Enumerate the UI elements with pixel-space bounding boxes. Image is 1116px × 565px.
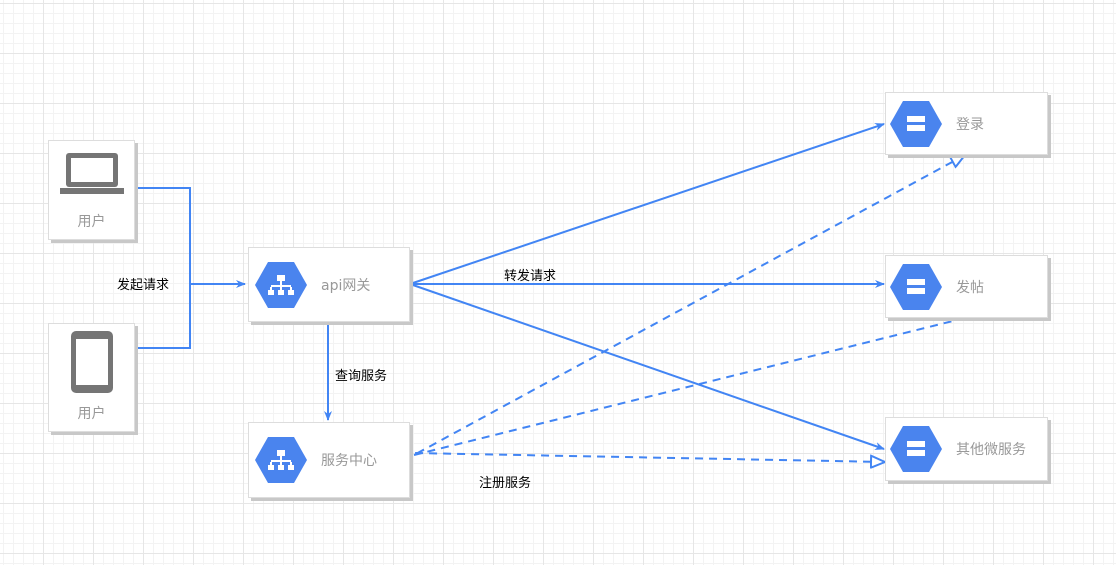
- node-label: api网关: [321, 277, 371, 294]
- server-hex-icon: [890, 100, 942, 147]
- node-label: 用户: [77, 214, 106, 230]
- node-label: 登录: [956, 116, 984, 133]
- edge-api-other: [409, 283, 885, 450]
- node-label: 发帖: [956, 279, 984, 296]
- service-center-node[interactable]: 服务中心: [248, 422, 410, 498]
- edge-label-forward-request: 转发请求: [504, 269, 557, 284]
- node-label: 其他微服务: [956, 442, 1026, 458]
- edge-login-center: [413, 155, 965, 456]
- user-phone-node[interactable]: 用户: [48, 323, 135, 432]
- edge-post-center: [413, 317, 966, 456]
- edge-user2-api: [135, 284, 191, 349]
- post-node[interactable]: 发帖: [885, 255, 1048, 318]
- edge-api-login: [409, 123, 885, 285]
- other-services-node[interactable]: 其他微服务: [885, 417, 1048, 481]
- edge-label-register-service: 注册服务: [479, 476, 532, 491]
- smartphone-icon: [70, 331, 113, 393]
- node-label: 用户: [77, 406, 106, 422]
- network-hex-icon: [255, 261, 307, 308]
- edge-user1-api: [135, 187, 246, 288]
- api-gateway-node[interactable]: api网关: [248, 247, 410, 322]
- login-node[interactable]: 登录: [885, 92, 1048, 155]
- laptop-icon: [59, 153, 124, 194]
- server-hex-icon: [890, 263, 942, 310]
- node-label: 服务中心: [321, 453, 377, 469]
- network-hex-icon: [255, 437, 307, 483]
- server-hex-icon: [890, 426, 942, 472]
- edge-other-center: [413, 452, 885, 462]
- edge-label-query-service: 查询服务: [335, 369, 388, 384]
- edge-label-send-request: 发起请求: [117, 278, 170, 293]
- user-laptop-node[interactable]: 用户: [48, 140, 135, 240]
